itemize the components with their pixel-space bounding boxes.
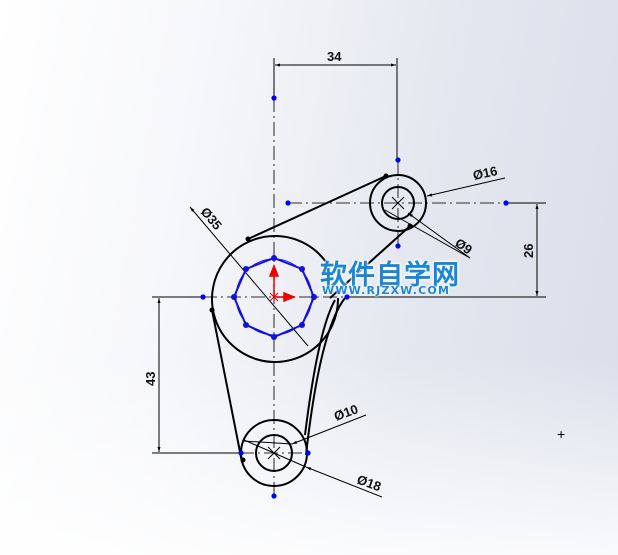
watermark-title: 软件自学网 (320, 260, 460, 291)
origin-icon (268, 263, 297, 303)
diameter-16-label: Ø16 (472, 163, 499, 183)
dimension-43[interactable] (152, 296, 240, 454)
dimension-34-label: 34 (327, 49, 342, 64)
main-circle[interactable] (211, 235, 340, 363)
tangent-points[interactable] (209, 173, 413, 463)
sketch-points[interactable] (200, 95, 509, 499)
watermark-url: WWW.RJZXW.COM (322, 284, 451, 297)
dimension-26[interactable] (348, 202, 546, 298)
diameter-35-label: Ø35 (198, 204, 225, 232)
diameter-10-label: Ø10 (332, 401, 360, 424)
top-right-boss[interactable] (369, 174, 427, 232)
tangent-lines[interactable] (211, 175, 411, 463)
dimension-26-label: 26 (521, 244, 536, 258)
dimension-43-label: 43 (143, 372, 158, 386)
cursor-crosshair-icon: + (557, 426, 566, 442)
octagon-vertices[interactable] (231, 255, 317, 340)
diameter-leaders[interactable] (189, 177, 506, 498)
diameter-18-label: Ø18 (355, 472, 383, 495)
dimension-34[interactable] (273, 58, 398, 160)
